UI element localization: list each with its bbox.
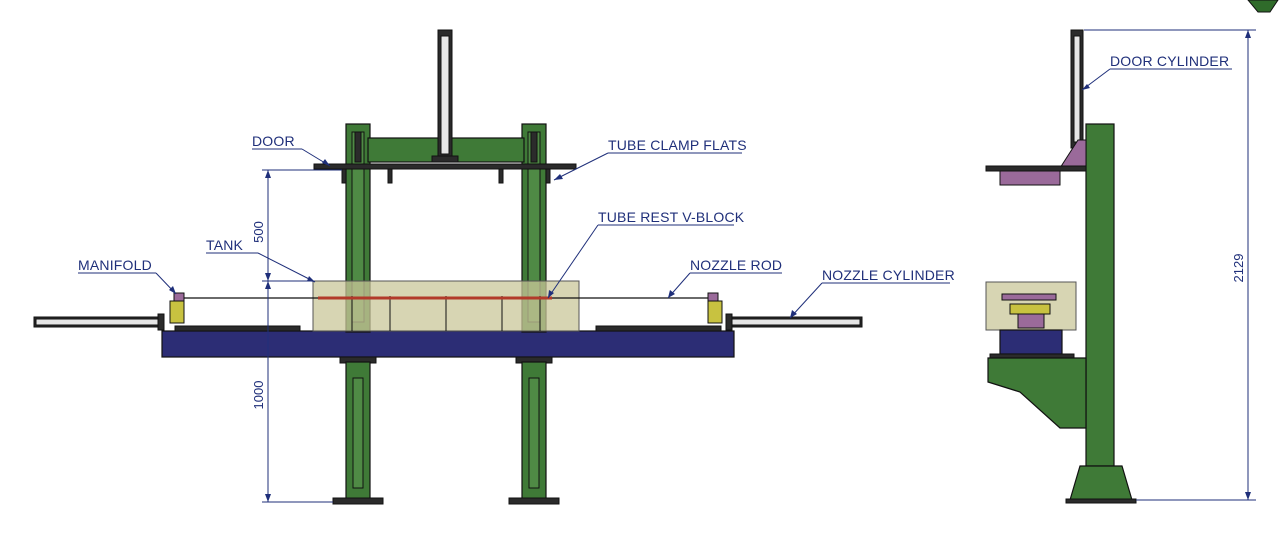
label-tank: TANK xyxy=(206,237,244,253)
dim-500: 500 xyxy=(251,221,266,243)
side-dimension: 2129 xyxy=(1084,29,1256,501)
labels: DOOR TUBE CLAMP FLATS TUBE REST V-BLOCK … xyxy=(78,53,1232,319)
side-foot xyxy=(1069,465,1133,501)
left-nozzle-cylinder xyxy=(33,313,165,331)
dim-2129: 2129 xyxy=(1231,254,1246,283)
label-tube-rest-v-block: TUBE REST V-BLOCK xyxy=(598,209,745,225)
front-view: 500 1000 xyxy=(33,29,863,505)
side-door-cylinder xyxy=(1070,29,1084,149)
label-door: DOOR xyxy=(252,133,295,149)
dim-1000: 1000 xyxy=(251,381,266,410)
right-manifold xyxy=(707,292,723,324)
logo-fragment xyxy=(1247,0,1279,13)
label-tube-clamp-flats: TUBE CLAMP FLATS xyxy=(608,137,747,153)
label-door-cylinder: DOOR CYLINDER xyxy=(1110,53,1229,69)
side-bracket xyxy=(987,357,1087,429)
tank xyxy=(312,280,580,332)
front-dimensions: 500 1000 xyxy=(251,169,342,503)
left-manifold xyxy=(169,292,185,324)
side-view: 2129 xyxy=(985,0,1279,504)
side-door-plate xyxy=(985,165,1087,172)
label-manifold: MANIFOLD xyxy=(78,257,152,273)
right-nozzle-cylinder xyxy=(725,313,863,331)
label-nozzle-cylinder: NOZZLE CYLINDER xyxy=(822,267,955,283)
front-right-leg xyxy=(508,356,560,505)
front-door-cylinder xyxy=(431,29,459,163)
front-door-plate xyxy=(313,163,577,184)
label-nozzle-rod: NOZZLE ROD xyxy=(690,257,782,273)
front-left-leg xyxy=(332,356,384,505)
side-column xyxy=(1085,123,1115,467)
side-tank xyxy=(985,281,1077,359)
